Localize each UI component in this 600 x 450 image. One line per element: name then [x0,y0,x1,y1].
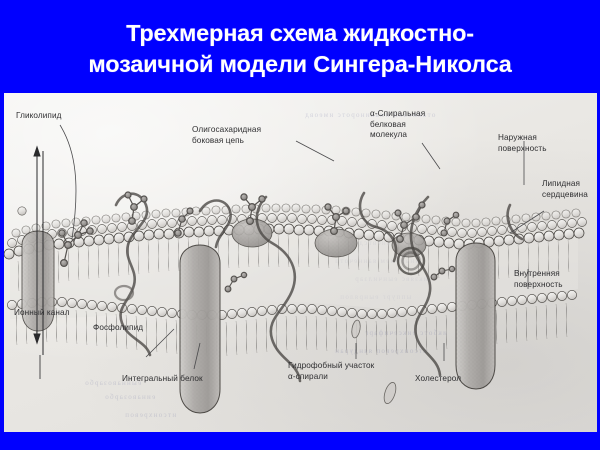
integral-protein-right [455,242,496,390]
lipid-bilayer [17,206,27,216]
ion-channel-protein [21,230,55,332]
label-glycolipid: Гликолипид [16,111,62,120]
bottom-accent-band [0,432,600,450]
membrane-diagram-figure: отанновоп имакиноротс имеовд ииголоиб яи… [4,93,597,432]
label-integral-protein: Интегральный белок [122,374,203,383]
label-hydrophobic-region: Гидрофобный участок α-спирали [288,361,375,381]
outer-leaflet-row-far [17,206,27,216]
label-leader-lines [59,124,545,370]
label-inner-surface: Внутренняя поверхность [514,269,563,289]
membrane-drawing [4,124,587,414]
label-lipid-core: Липидная сердцевина [542,179,588,199]
page-title-line-2: мозаичной модели Сингера-Николса [88,51,512,77]
integral-protein [179,244,221,414]
title-bar: Трехмерная схема жидкостно- мозаичной мо… [0,0,600,93]
protein-loop [113,284,135,302]
alpha-helical-protein-chains [114,191,524,383]
label-phospholipid: Фосфолипид [93,323,144,332]
label-ion-channel: Ионный канал [14,308,70,317]
cholesterol-molecules [351,319,397,404]
label-cholesterol: Холестерол [415,374,462,383]
label-alpha-helical-protein: α-Спиральная белковая молекула [370,109,426,139]
page-title-line-1: Трехмерная схема жидкостно- [126,20,474,46]
label-outer-surface: Наружная поверхность [498,133,547,153]
page-title: Трехмерная схема жидкостно- мозаичной мо… [0,18,600,80]
alpha-helix-coil [396,246,426,276]
oligosaccharide-side-chains [58,191,460,293]
label-oligosaccharide-chain: Олигосахаридная боковая цепь [192,125,262,145]
ion-channel-arrow [33,145,44,355]
